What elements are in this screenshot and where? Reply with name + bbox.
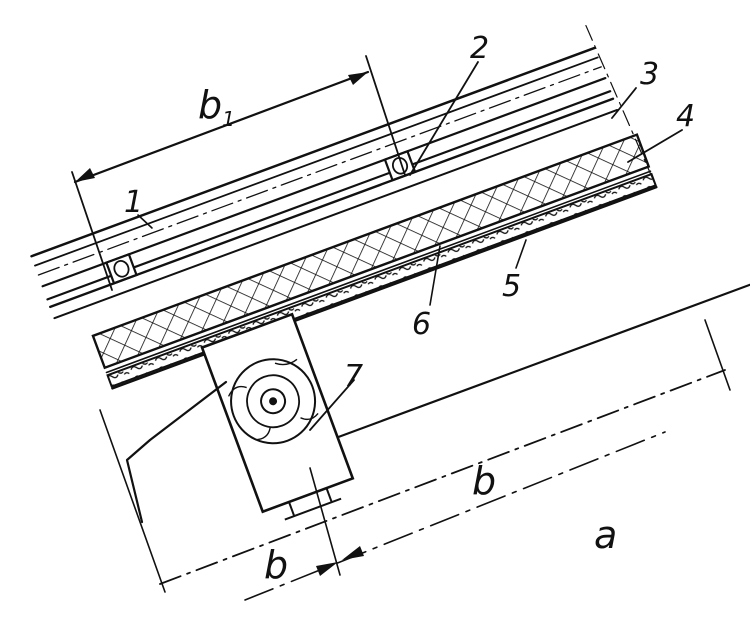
strut-outline — [125, 380, 228, 524]
insulation-layer — [91, 133, 651, 370]
board-bottom-line — [53, 108, 619, 320]
dimension-b-width — [244, 431, 666, 601]
slab-bottom-line — [257, 264, 750, 468]
leader-6 — [429, 245, 441, 306]
callout-4: 4 — [676, 99, 695, 134]
board-top-line — [49, 97, 615, 309]
slab-right-edge — [585, 24, 657, 188]
covering-axis-line — [37, 66, 602, 276]
batten-left — [104, 252, 138, 285]
dimension-b-span-label: b — [472, 459, 496, 503]
leader-4 — [627, 129, 683, 163]
covering-under-line — [41, 76, 607, 288]
callout-3: 3 — [640, 57, 659, 92]
leader-7 — [309, 379, 355, 431]
callout-leaders — [137, 61, 683, 431]
leader-1 — [137, 214, 153, 229]
leader-2 — [409, 61, 479, 176]
dimension-b-width-label: b — [264, 543, 288, 587]
callout-7: 7 — [344, 359, 363, 394]
vapour-barrier-line — [105, 170, 652, 374]
beam-block — [200, 312, 355, 521]
slab-top-line — [111, 185, 658, 390]
callout-2: 2 — [470, 31, 489, 66]
dimension-b1-label: b1 — [198, 83, 235, 131]
callout-5: 5 — [502, 269, 521, 304]
batten-right — [383, 149, 417, 182]
covering-inner-line — [34, 56, 599, 267]
callout-6: 6 — [412, 307, 431, 342]
callout-1: 1 — [124, 185, 143, 220]
dimension-b-span — [99, 319, 731, 593]
fill-layer — [106, 172, 657, 388]
covering-top-line — [30, 46, 596, 258]
panel-label: a — [594, 513, 617, 557]
dimension-b1 — [71, 55, 406, 291]
sheathing-line — [46, 90, 612, 301]
leader-5 — [515, 239, 527, 269]
leader-3 — [611, 87, 637, 119]
